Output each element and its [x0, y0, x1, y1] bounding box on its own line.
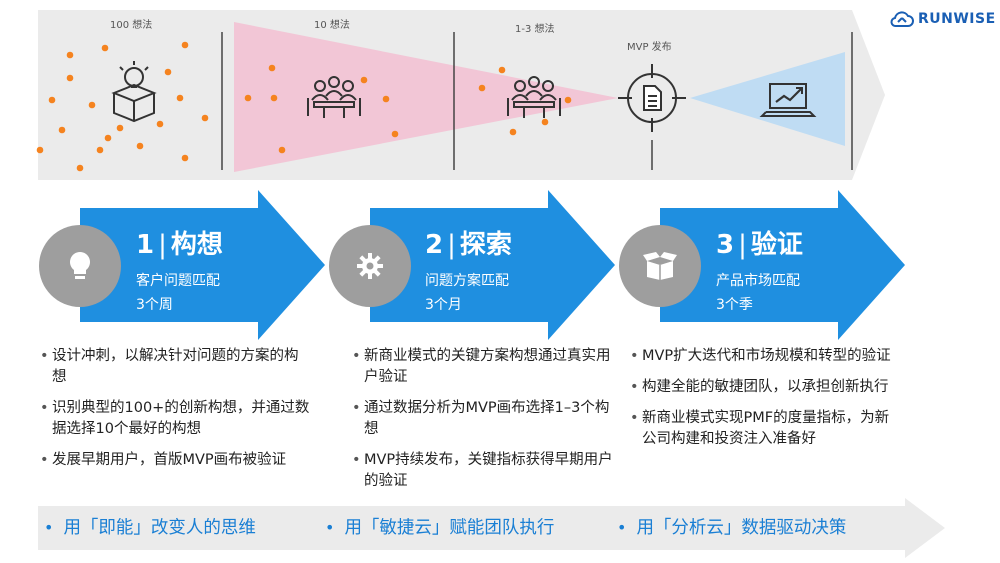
- idea-dot: [391, 130, 399, 138]
- idea-dot: [116, 124, 124, 132]
- step-2-icon-circle: [329, 225, 411, 307]
- step-2-arrow: [370, 190, 615, 340]
- list-item: 识别典型的100+的创新构想，并通过数据选择10个最好的构想: [40, 398, 310, 440]
- idea-dot: [541, 118, 549, 126]
- laptop-chart-icon: [759, 83, 817, 117]
- idea-dot: [564, 96, 572, 104]
- idea-dot: [360, 76, 368, 84]
- bottom-banner-arrow: [38, 498, 945, 558]
- step-3-title: 3|验证: [716, 230, 803, 260]
- funnel-label-10: 10 想法: [314, 20, 350, 31]
- idea-dot: [66, 51, 74, 59]
- list-item: MVP扩大迭代和市场规模和转型的验证: [630, 346, 900, 367]
- idea-dot: [36, 146, 44, 154]
- idea-dot: [278, 146, 286, 154]
- banner-item-2: •用「敏捷云」赋能团队执行: [325, 518, 555, 538]
- blue-funnel: [690, 52, 845, 146]
- idea-dot: [136, 142, 144, 150]
- step-3-bullets: MVP扩大迭代和市场规模和转型的验证 构建全能的敏捷团队，以承担创新执行 新商业…: [630, 346, 900, 460]
- step-1-duration: 3个周: [136, 297, 173, 313]
- team-meeting-icon: [507, 76, 561, 118]
- idea-dot: [268, 64, 276, 72]
- banner-item-1: •用「即能」改变人的思维: [44, 518, 256, 538]
- idea-dot: [270, 94, 278, 102]
- step-2-duration: 3个月: [425, 297, 462, 313]
- list-item: MVP持续发布，关键指标获得早期用户的验证: [352, 450, 622, 492]
- step-3-icon-circle: [619, 225, 701, 307]
- list-item: 发展早期用户，首版MVP画布被验证: [40, 450, 310, 471]
- funnel-label-1-3: 1-3 想法: [515, 24, 555, 35]
- idea-dot: [96, 146, 104, 154]
- idea-dot: [58, 126, 66, 134]
- idea-dot: [181, 41, 189, 49]
- idea-dot: [498, 66, 506, 74]
- step-3-subtitle: 产品市场匹配: [716, 273, 800, 289]
- idea-dot: [66, 74, 74, 82]
- idea-dot: [76, 164, 84, 172]
- idea-dot: [509, 128, 517, 136]
- list-item: 构建全能的敏捷团队，以承担创新执行: [630, 377, 900, 398]
- step-1-subtitle: 客户问题匹配: [136, 273, 220, 289]
- idea-dot: [201, 114, 209, 122]
- cloud-logo-icon: [890, 11, 914, 27]
- step-2-title: 2|探索: [425, 230, 512, 260]
- step-3-duration: 3个季: [716, 297, 753, 313]
- list-item: 设计冲刺，以解决针对问题的方案的构想: [40, 346, 310, 388]
- idea-dot: [478, 84, 486, 92]
- funnel-diagram: [36, 10, 885, 180]
- idea-dot: [164, 68, 172, 76]
- step-2-bullets: 新商业模式的关键方案构想通过真实用户验证 通过数据分析为MVP画布选择1–3个构…: [352, 346, 622, 502]
- idea-dot: [48, 96, 56, 104]
- team-meeting-icon: [307, 76, 361, 118]
- list-item: 新商业模式实现PMF的度量指标，为新公司构建和投资注入准备好: [630, 408, 900, 450]
- funnel-label-100: 100 想法: [110, 20, 153, 31]
- idea-dots: [36, 41, 572, 172]
- idea-dot: [101, 44, 109, 52]
- step-2-subtitle: 问题方案匹配: [425, 273, 509, 289]
- idea-dot: [181, 154, 189, 162]
- banner-item-3: •用「分析云」数据驱动决策: [617, 518, 847, 538]
- idea-dot: [244, 94, 252, 102]
- step-1-icon-circle: [39, 225, 121, 307]
- idea-dot: [156, 120, 164, 128]
- logo-text: RUNWISE: [918, 11, 996, 27]
- step-1-arrow: [80, 190, 325, 340]
- idea-dot: [382, 95, 390, 103]
- step-3-arrow: [660, 190, 905, 340]
- lightbulb-box-icon: [111, 61, 157, 123]
- funnel-label-mvp: MVP 发布: [627, 42, 672, 53]
- idea-dot: [176, 94, 184, 102]
- step-1-bullets: 设计冲刺，以解决针对问题的方案的构想 识别典型的100+的创新构想，并通过数据选…: [40, 346, 310, 481]
- open-box-icon: [643, 252, 677, 280]
- step-1-title: 1|构想: [136, 230, 223, 260]
- idea-dot: [88, 101, 96, 109]
- pink-funnel: [234, 22, 618, 172]
- gear-icon: [357, 253, 383, 279]
- target-document-icon: [618, 64, 686, 132]
- runwise-logo: RUNWISE: [890, 10, 996, 28]
- list-item: 新商业模式的关键方案构想通过真实用户验证: [352, 346, 622, 388]
- list-item: 通过数据分析为MVP画布选择1–3个构想: [352, 398, 622, 440]
- lightbulb-icon: [70, 252, 90, 279]
- idea-dot: [104, 134, 112, 142]
